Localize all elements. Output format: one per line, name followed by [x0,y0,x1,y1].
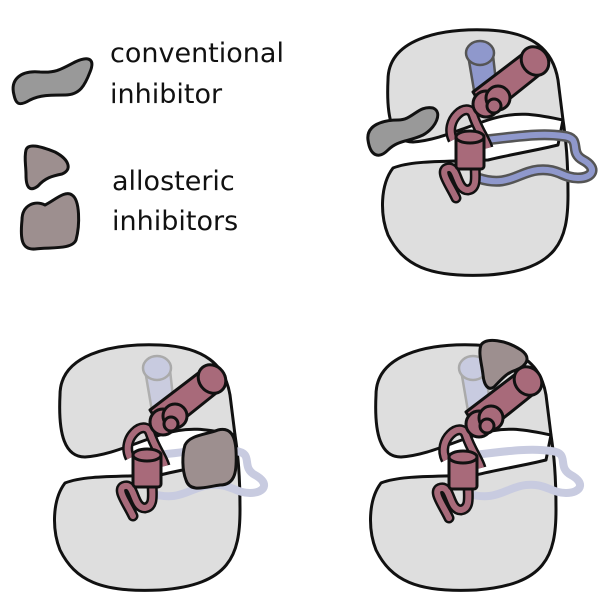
allosteric-inhibitor-icon-2 [19,192,81,251]
allosteric-inhibitor-icon-1 [23,144,70,191]
legend: conventional inhibitor allosteric inhibi… [11,38,284,251]
conventional-inhibitor-bound [366,106,440,157]
allosteric-inhibitor-bound [181,427,238,490]
legend-allosteric-line1: allosteric [112,166,235,197]
panel-allosteric-top-bound [369,338,584,592]
panel-conventional-bound [366,28,598,277]
blue-loop-faded [455,445,584,501]
legend-allosteric-line2: inhibitors [112,206,238,237]
allosteric-inhibitor-bound [478,338,529,390]
conventional-inhibitor-icon [11,57,94,106]
legend-conventional-line1: conventional [110,38,284,69]
legend-conventional-line2: inhibitor [110,79,223,110]
panel-allosteric-side-bound [53,343,268,592]
